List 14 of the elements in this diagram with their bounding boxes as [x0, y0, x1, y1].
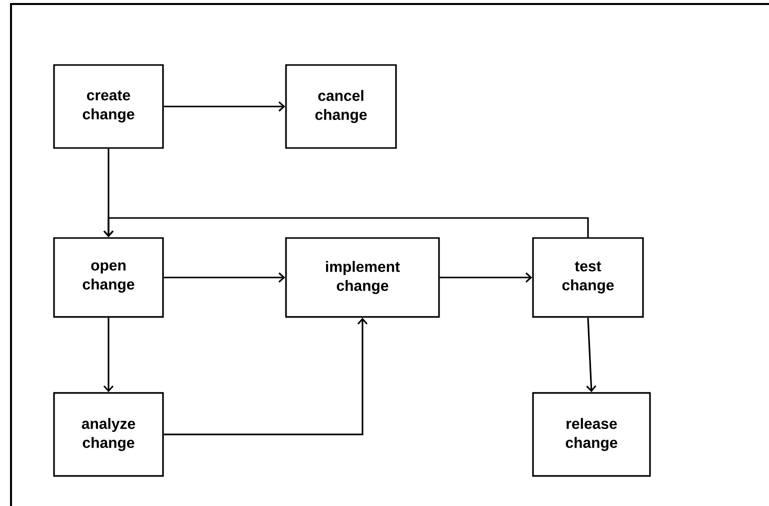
arrow	[103, 217, 589, 238]
process-box: test change	[532, 237, 644, 318]
arrow	[164, 318, 368, 436]
process-box: open change	[53, 237, 164, 318]
arrow	[164, 101, 286, 112]
process-box: implement change	[285, 237, 440, 318]
process-box: release change	[532, 392, 651, 477]
arrow	[586, 318, 596, 392]
process-box: cancel change	[285, 64, 397, 149]
arrow	[103, 318, 114, 392]
process-box: create change	[53, 64, 164, 149]
process-box: analyze change	[53, 392, 164, 477]
arrow	[440, 272, 532, 283]
arrow	[164, 272, 286, 283]
